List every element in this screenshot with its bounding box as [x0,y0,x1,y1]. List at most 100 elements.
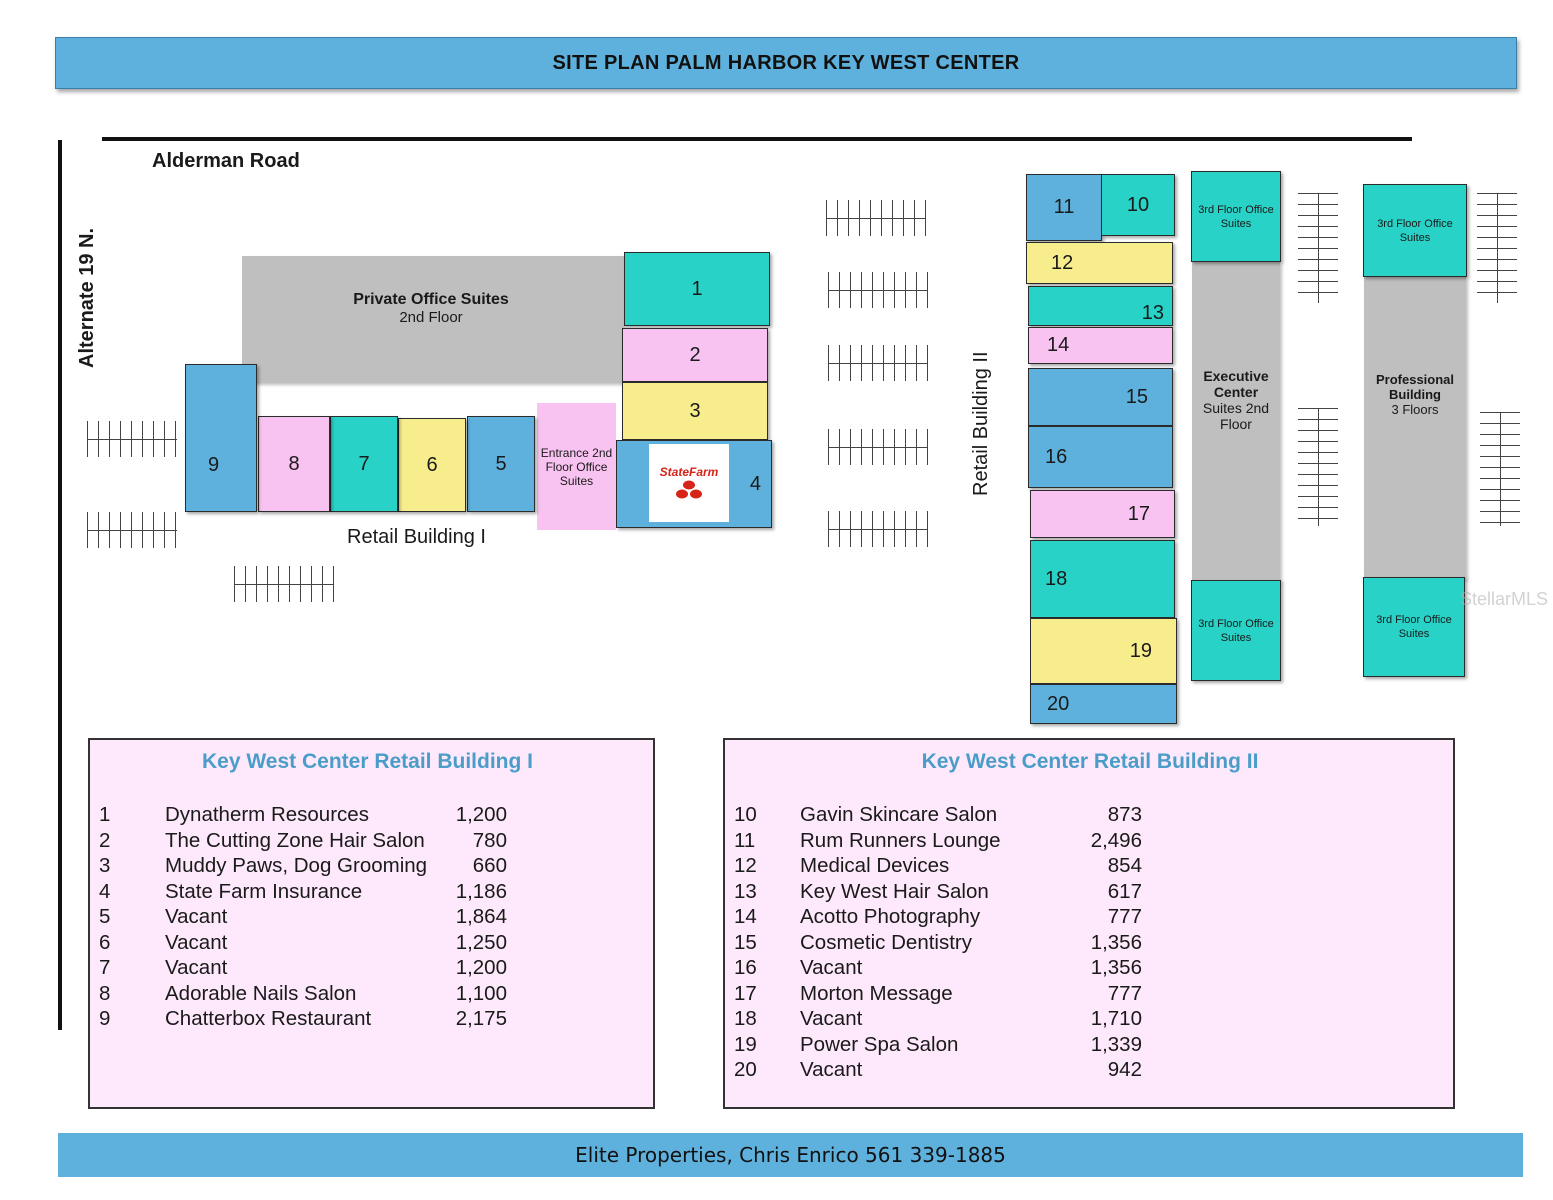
executive-center-3rd-floor-bottom[interactable]: 3rd Floor Office Suites [1191,580,1281,681]
unit-9[interactable]: 9 [185,364,257,512]
alternate-19-road-line [58,140,62,1030]
page-title: SITE PLAN PALM HARBOR KEY WEST CENTER [552,51,1020,74]
unit-number: 16 [734,956,757,979]
unit-number: 10 [734,803,757,826]
unit-number: 13 [734,879,757,903]
tenant-name: Rum Runners Lounge [800,828,1001,852]
statefarm-ovals-icon [676,480,702,499]
parking-lot [828,511,928,547]
unit-number: 15 [734,930,757,954]
professional-building-label: Professional Building 3 Floors [1375,372,1455,417]
square-feet: 777 [1107,981,1142,1005]
parking-lot [87,512,177,548]
unit-10[interactable]: 10 [1101,174,1175,236]
unit-number: 3 [99,854,111,877]
alderman-road-line [102,137,1412,141]
parking-lot [1298,408,1338,526]
legend-row: 14 Acotto Photography 777 [734,904,1142,929]
unit-number: 18 [734,1007,757,1030]
unit-11[interactable]: 11 [1026,174,1102,241]
unit-5[interactable]: 5 [467,416,535,512]
footer-banner: Elite Properties, Chris Enrico 561 339-1… [58,1133,1523,1177]
unit-18[interactable]: 18 [1030,540,1175,618]
executive-center-3rd-floor-top[interactable]: 3rd Floor Office Suites [1191,171,1281,262]
unit-17[interactable]: 17 [1030,490,1175,538]
tenant-name: Power Spa Salon [800,1032,959,1056]
professional-3rd-floor-top[interactable]: 3rd Floor Office Suites [1363,184,1467,277]
tenant-name: Vacant [165,956,228,979]
header-banner: SITE PLAN PALM HARBOR KEY WEST CENTER [55,37,1517,89]
square-feet: 1,356 [1090,930,1142,954]
unit-13[interactable]: 13 [1028,286,1173,326]
square-feet: 617 [1107,879,1142,903]
tenant-name: Acotto Photography [800,905,981,928]
square-feet: 1,200 [455,803,507,826]
executive-center-label: Executive Center Suites 2nd Floor [1202,368,1270,432]
unit-number: 20 [734,1058,757,1081]
unit-number: 2 [99,828,111,852]
alderman-road-label: Alderman Road [152,150,300,172]
unit-16[interactable]: 16 [1028,426,1173,488]
executive-center [1192,262,1280,582]
entrance-office-suites[interactable]: Entrance 2nd Floor Office Suites [537,403,616,530]
unit-14[interactable]: 14 [1028,327,1173,364]
tenant-name: State Farm Insurance [165,879,363,903]
unit-12[interactable]: 12 [1026,242,1173,284]
watermark: StellarMLS [1460,589,1549,609]
parking-lot [1298,193,1338,303]
square-feet: 854 [1107,854,1142,877]
unit-6[interactable]: 6 [398,418,466,512]
professional-3rd-floor-bottom[interactable]: 3rd Floor Office Suites [1363,577,1465,677]
unit-number: 7 [99,956,111,979]
parking-lot [234,566,334,602]
square-feet: 2,175 [455,1007,507,1030]
unit-20[interactable]: 20 [1030,684,1177,724]
tenant-name: Morton Message [800,981,953,1005]
square-feet: 942 [1107,1058,1142,1081]
unit-number: 1 [99,803,111,826]
unit-number: 14 [734,905,757,928]
parking-lot [1480,412,1520,526]
unit-number: 12 [734,854,757,877]
square-feet: 873 [1107,803,1142,826]
tenant-name: Vacant [165,930,228,954]
footer-contact: Elite Properties, Chris Enrico 561 339-1… [575,1143,1006,1167]
tenant-name: Muddy Paws, Dog Grooming [165,854,428,877]
private-office-title: Private Office Suites 2nd Floor [353,291,509,326]
unit-number: 9 [99,1007,111,1030]
unit-3[interactable]: 3 [622,382,768,440]
unit-8[interactable]: 8 [258,416,330,512]
retail-building-2-label: Retail Building II [970,351,992,496]
parking-lot [1477,193,1517,303]
square-feet: 777 [1107,905,1142,928]
unit-15[interactable]: 15 [1028,368,1173,426]
tenant-name: Cosmetic Dentistry [800,930,973,954]
unit-1[interactable]: 1 [624,252,770,326]
square-feet: 1,100 [455,981,507,1005]
unit-2[interactable]: 2 [622,328,768,382]
unit-7[interactable]: 7 [330,416,398,512]
parking-lot [828,429,928,465]
legend-building-1-title: Key West Center Retail Building I [201,750,533,773]
legend-row: 15 Cosmetic Dentistry 1,356 [734,930,1142,955]
unit-19[interactable]: 19 [1030,618,1177,684]
unit-number: 4 [99,879,111,903]
square-feet: 2,496 [1090,828,1142,852]
